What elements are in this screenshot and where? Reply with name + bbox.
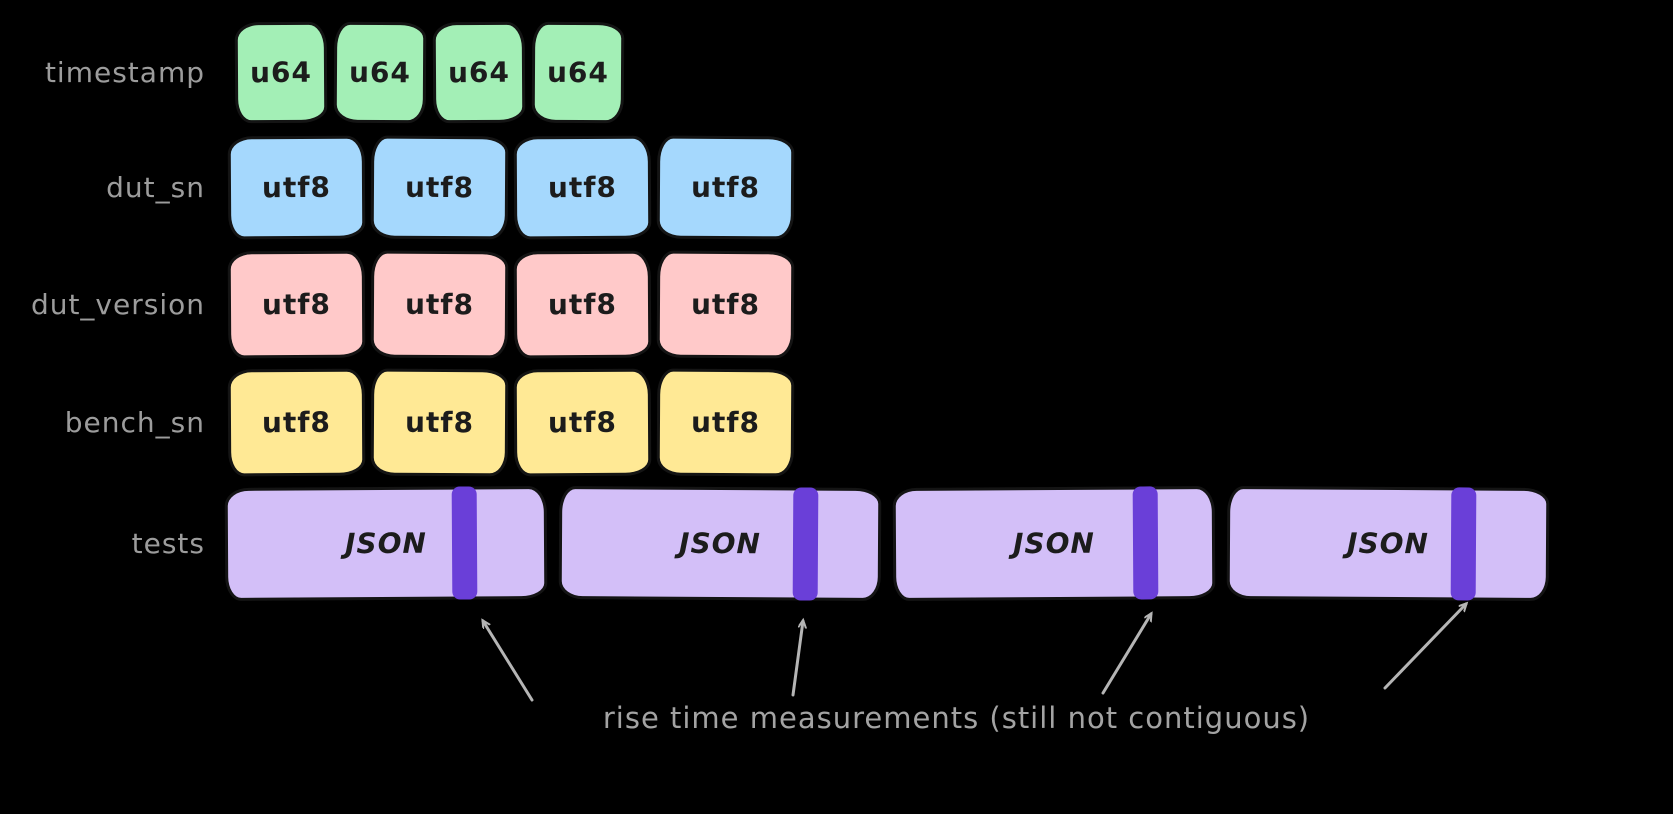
data-cell: utf8 bbox=[227, 135, 366, 240]
data-cell: u64 bbox=[432, 21, 526, 124]
data-cell: utf8 bbox=[513, 368, 652, 477]
data-cell: utf8 bbox=[227, 368, 366, 477]
rise-time-stripe bbox=[1450, 487, 1477, 601]
row-label: timestamp bbox=[44, 56, 205, 89]
field-row-tests: tests JSON JSON JSON JSON bbox=[0, 486, 1550, 601]
annotation-arrow bbox=[1383, 604, 1466, 690]
cell-label: JSON bbox=[678, 526, 762, 561]
json-cell: JSON bbox=[892, 486, 1216, 601]
json-cell: JSON bbox=[558, 486, 882, 601]
cell-label: JSON bbox=[344, 526, 428, 561]
data-cell: u64 bbox=[234, 21, 328, 124]
cell-group: utf8 utf8 utf8 utf8 bbox=[227, 250, 795, 359]
field-row-dut-version: dut_version utf8 utf8 utf8 utf8 bbox=[0, 250, 795, 359]
data-cell: u64 bbox=[333, 21, 427, 124]
row-label: dut_version bbox=[30, 288, 205, 321]
data-cell: utf8 bbox=[513, 250, 652, 359]
annotation-arrow bbox=[483, 621, 534, 702]
annotation-arrow bbox=[791, 621, 803, 697]
data-cell: utf8 bbox=[370, 135, 509, 240]
cell-label: JSON bbox=[1012, 526, 1096, 561]
annotation-caption: rise time measurements (still not contig… bbox=[602, 701, 1311, 735]
field-row-timestamp: timestamp u64 u64 u64 u64 bbox=[0, 21, 625, 124]
cell-group: JSON JSON JSON JSON bbox=[224, 486, 1550, 601]
data-cell: utf8 bbox=[513, 135, 652, 240]
field-row-bench-sn: bench_sn utf8 utf8 utf8 utf8 bbox=[0, 368, 795, 477]
rise-time-stripe bbox=[792, 487, 819, 601]
json-cell: JSON bbox=[224, 486, 548, 601]
rise-time-stripe bbox=[452, 486, 478, 600]
data-cell: utf8 bbox=[370, 250, 509, 359]
annotation-arrow bbox=[1101, 614, 1151, 695]
field-row-dut-sn: dut_sn utf8 utf8 utf8 utf8 bbox=[0, 135, 795, 240]
data-cell: utf8 bbox=[656, 250, 795, 359]
data-cell: utf8 bbox=[656, 368, 795, 477]
rise-time-stripe bbox=[1132, 486, 1159, 600]
row-label: bench_sn bbox=[64, 406, 205, 439]
row-label: tests bbox=[131, 527, 205, 560]
data-cell: u64 bbox=[531, 21, 625, 124]
cell-group: u64 u64 u64 u64 bbox=[234, 21, 625, 124]
data-cell: utf8 bbox=[227, 250, 366, 359]
row-label: dut_sn bbox=[106, 171, 205, 204]
cell-group: utf8 utf8 utf8 utf8 bbox=[227, 368, 795, 477]
json-cell: JSON bbox=[1226, 486, 1550, 601]
cell-label: JSON bbox=[1346, 526, 1430, 561]
cell-group: utf8 utf8 utf8 utf8 bbox=[227, 135, 795, 240]
data-cell: utf8 bbox=[370, 368, 509, 477]
data-cell: utf8 bbox=[656, 135, 795, 240]
